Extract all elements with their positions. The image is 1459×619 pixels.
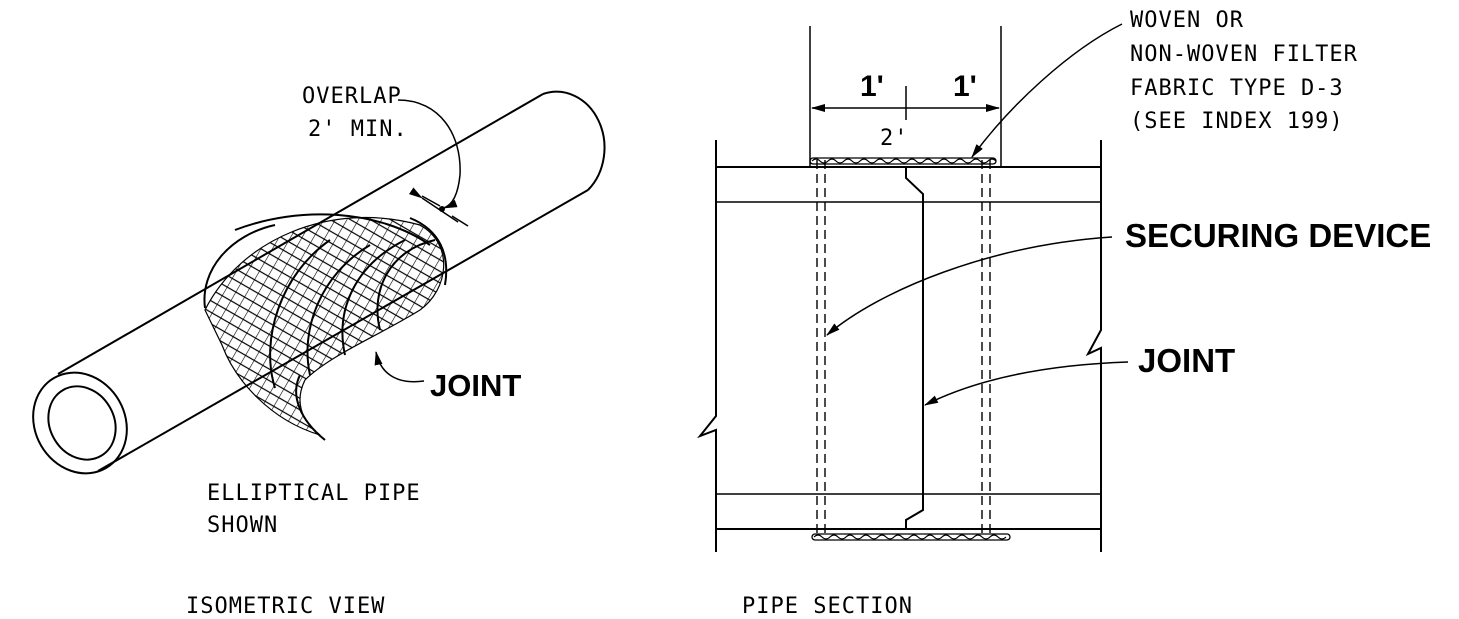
fabric-note-line3: FABRIC TYPE D-3 xyxy=(1130,76,1344,101)
dimension-total-label: 2' xyxy=(880,126,909,151)
overlap-label-line1: OVERLAP xyxy=(302,84,402,109)
pipe-section: 1' 1' 2' WOVEN OR NON-WOVEN FILTER FABRI… xyxy=(696,8,1431,619)
fabric-leader xyxy=(971,23,1123,158)
joint-line xyxy=(905,167,924,529)
securing-device-label: SECURING DEVICE xyxy=(1125,217,1431,254)
securing-device-bands xyxy=(816,160,991,536)
isometric-view: OVERLAP 2' MIN. JOINT ELLIPTICAL PIPE SH… xyxy=(32,84,606,619)
pipe-note-line1: ELLIPTICAL PIPE xyxy=(207,481,421,506)
iso-joint-leader xyxy=(374,351,425,383)
securing-device-leader xyxy=(826,236,1113,336)
fabric-note-line1: WOVEN OR xyxy=(1130,8,1244,33)
filter-fabric-bottom xyxy=(811,533,1011,541)
section-joint-label: JOINT xyxy=(1138,342,1235,379)
dimension-left-label: 1' xyxy=(860,70,884,103)
overlap-dimension xyxy=(397,99,469,227)
isometric-view-title: ISOMETRIC VIEW xyxy=(186,594,385,619)
fabric-wrap xyxy=(203,213,448,441)
section-joint-leader xyxy=(924,361,1129,406)
overlap-label-line2: 2' MIN. xyxy=(308,117,408,142)
pipe-walls xyxy=(696,140,1102,552)
dimension-lines xyxy=(809,26,1002,168)
dimension-right-label: 1' xyxy=(953,70,977,103)
fabric-note-line4: (SEE INDEX 199) xyxy=(1130,109,1344,134)
pipe-note-line2: SHOWN xyxy=(207,513,278,538)
filter-fabric-top xyxy=(809,157,997,165)
iso-joint-label: JOINT xyxy=(430,368,521,403)
pipe-section-title: PIPE SECTION xyxy=(742,594,913,619)
fabric-note-line2: NON-WOVEN FILTER xyxy=(1130,42,1358,67)
